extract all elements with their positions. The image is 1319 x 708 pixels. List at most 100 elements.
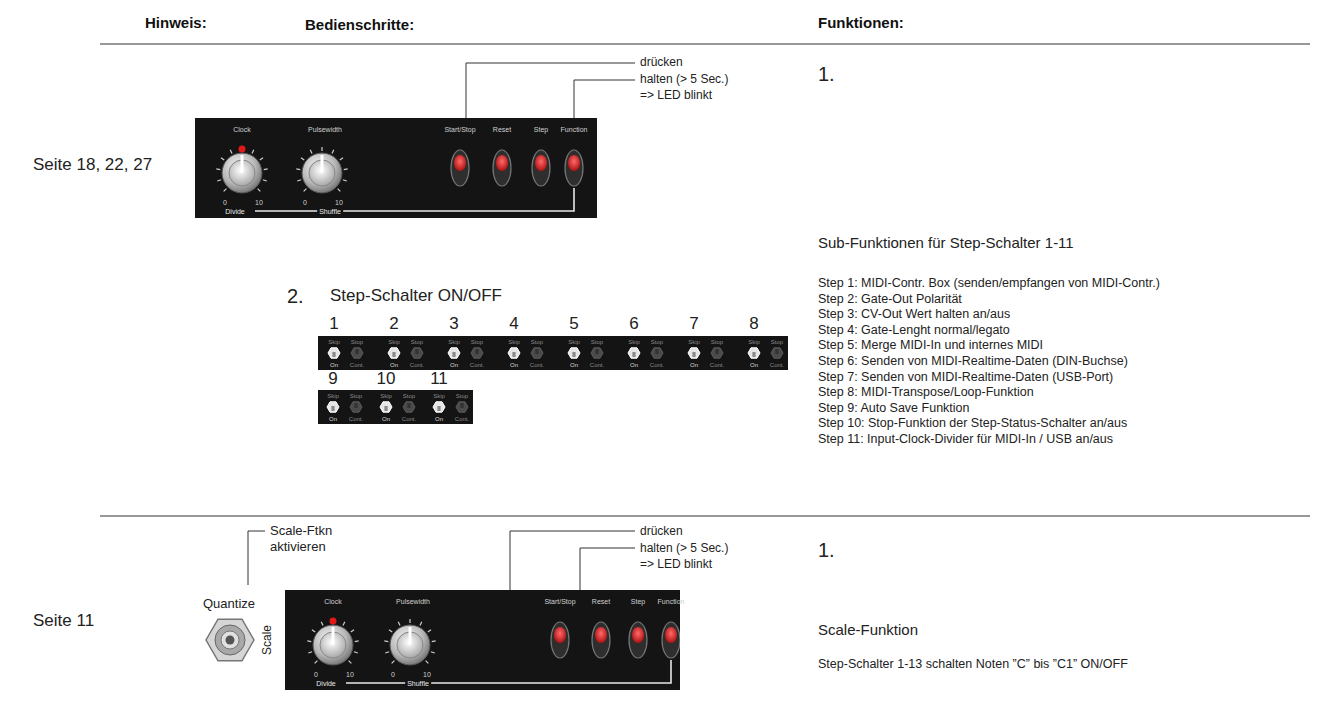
push-button (532, 150, 550, 186)
control-panel: ClockPulsewidthStart/StopResetStepFuncti… (195, 118, 597, 218)
function-item: Step 4: Gate-Lenght normal/legato (818, 323, 1010, 338)
switch-label: Cont. (770, 362, 784, 368)
panel-label: 10 (346, 671, 354, 678)
switch-number: 9 (328, 369, 337, 389)
switch-label: Skip (748, 339, 760, 345)
step-number: 1. (818, 538, 835, 562)
function-item: Step 2: Gate-Out Polarität (818, 292, 962, 307)
page-reference: Seite 11 (33, 611, 94, 631)
callout-text: halten (> 5 Sec.) (640, 72, 728, 86)
switch-label: Skip (688, 339, 700, 345)
clock-led (330, 618, 337, 625)
panel-label: 10 (423, 671, 431, 678)
switch-label: On (435, 416, 443, 422)
toggle-switch (628, 348, 640, 358)
callout-text: => LED blinkt (640, 557, 712, 571)
panel-label: Function (658, 598, 685, 605)
toggle-switch (411, 348, 423, 358)
push-button (551, 622, 569, 658)
switch-label: Cont. (650, 362, 664, 368)
switch-label: Cont. (710, 362, 724, 368)
function-item: Step 1: MIDI-Contr. Box (senden/empfange… (818, 276, 1160, 291)
switch-number: 2 (389, 314, 398, 334)
toggle-switch (328, 348, 340, 358)
panel-label: Shuffle (317, 208, 343, 215)
switch-label: Skip (380, 393, 392, 399)
switch-label: Cont. (349, 416, 363, 422)
panel-label: Clock (324, 598, 342, 605)
callout-text: Step-Schalter 1-13 schalten Noten ”C” bi… (818, 657, 1128, 672)
switch-label: On (510, 362, 518, 368)
switch-label: Stop (471, 339, 483, 345)
toggle-switch (591, 348, 603, 358)
toggle-switch (748, 348, 760, 358)
switch-label: On (329, 416, 337, 422)
toggle-switch (448, 348, 460, 358)
push-button (662, 622, 680, 658)
toggle-switch (711, 348, 723, 358)
step-number: 1. (818, 62, 835, 86)
leader-line (466, 63, 635, 118)
panel-label: 0 (391, 671, 395, 678)
toggle-switch (380, 402, 392, 412)
function-item: Step 6: Senden von MIDI-Realtime-Daten (… (818, 354, 1128, 369)
rotary-knob (307, 618, 358, 666)
switch-label: Stop (351, 339, 363, 345)
switch-label: Stop (531, 339, 543, 345)
bracket-line (255, 188, 574, 211)
callout-text: Scale-Ftkn aktivieren (270, 523, 348, 554)
switch-label: On (630, 362, 638, 368)
callout-text: drücken (640, 524, 683, 538)
switch-label: Skip (388, 339, 400, 345)
toggle-switch (508, 348, 520, 358)
push-button (451, 150, 469, 186)
switch-number: 10 (377, 369, 396, 389)
rotary-knob (216, 146, 267, 194)
function-item: Step 9: Auto Save Funktion (818, 401, 970, 416)
toggle-switch (651, 348, 663, 358)
function-heading: Sub-Funktionen für Step-Schalter 1-11 (818, 234, 1074, 252)
column-heading: Bedienschritte: (305, 16, 414, 34)
panel-label: Reset (592, 598, 610, 605)
push-button (629, 622, 647, 658)
switch-label: Stop (403, 393, 415, 399)
switch-label: Skip (328, 339, 340, 345)
rotary-knob (384, 619, 435, 665)
panel-label: 0 (223, 199, 227, 206)
function-item: Step 10: Stop-Funktion der Step-Status-S… (818, 416, 1127, 431)
switch-label: Skip (568, 339, 580, 345)
switch-number: 1 (329, 314, 338, 334)
callout-text: Step-Schalter ON/OFF (330, 286, 502, 306)
leader-line (574, 80, 635, 118)
switch-label: On (450, 362, 458, 368)
switch-label: Cont. (470, 362, 484, 368)
switch-strip: SkipOnStopCont.SkipOnStopCont.SkipOnStop… (318, 390, 473, 424)
switch-number: 5 (569, 314, 578, 334)
switch-illustration (318, 390, 473, 424)
jack-socket (206, 619, 254, 661)
switch-label: On (330, 362, 338, 368)
step-number: 2. (287, 284, 304, 308)
switch-label: Stop (771, 339, 783, 345)
switch-label: Cont. (590, 362, 604, 368)
panel-label: Start/Stop (544, 598, 575, 605)
switch-label: Cont. (350, 362, 364, 368)
switch-label: Cont. (455, 416, 469, 422)
header-rule (100, 43, 1310, 44)
switch-label: Stop (711, 339, 723, 345)
switch-label: On (690, 362, 698, 368)
switch-label: Cont. (402, 416, 416, 422)
switch-label: On (570, 362, 578, 368)
switch-number: 7 (689, 314, 698, 334)
toggle-switch (688, 348, 700, 358)
leader-line (580, 548, 635, 590)
panel-label: Reset (493, 126, 511, 133)
toggle-switch (471, 348, 483, 358)
switch-label: Stop (350, 393, 362, 399)
switch-number: 8 (749, 314, 758, 334)
callout-text: drücken (640, 55, 683, 69)
panel-label: Start/Stop (444, 126, 475, 133)
panel-label: Shuffle (405, 680, 431, 687)
panel-label: 10 (255, 199, 263, 206)
function-item: Step 5: Merge MIDI-In und internes MIDI (818, 338, 1043, 353)
